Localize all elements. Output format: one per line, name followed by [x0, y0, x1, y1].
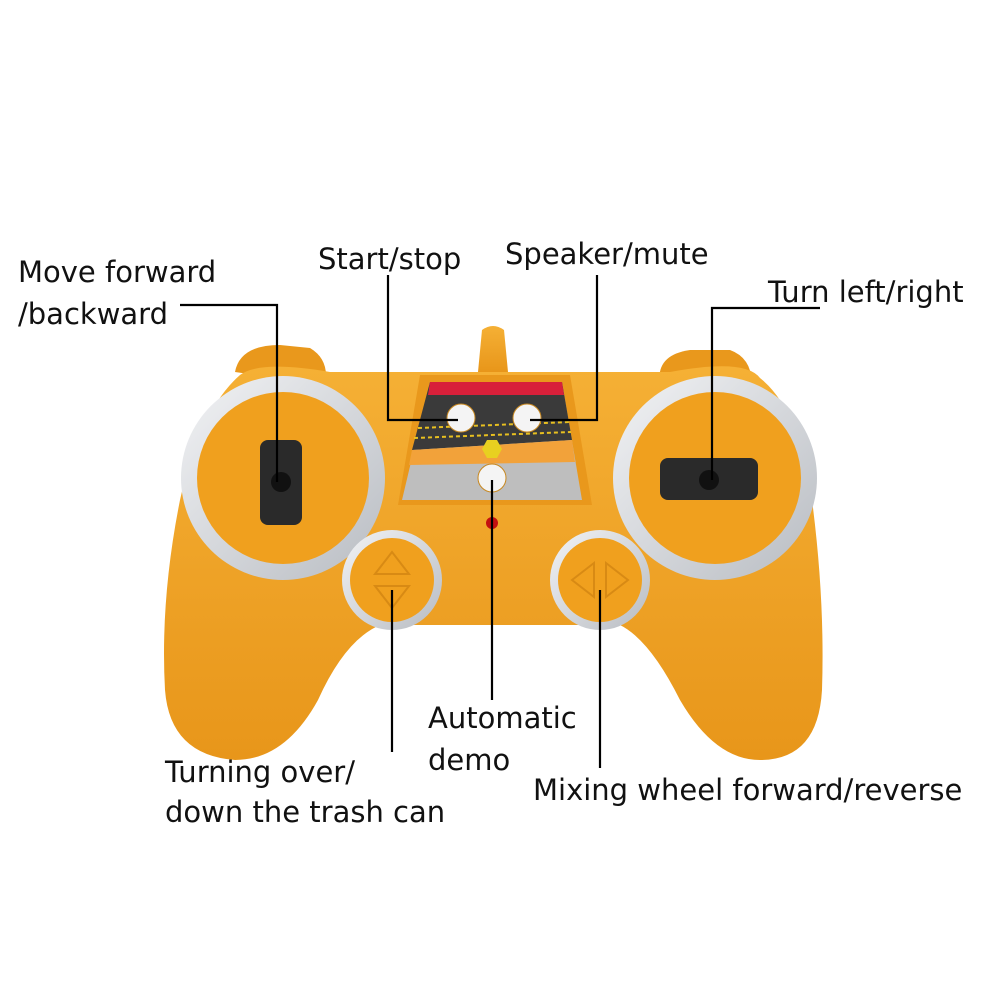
- label-move-line1: Move forward: [18, 255, 216, 289]
- up-down-arrows-icon: [372, 550, 412, 610]
- trash-can-button[interactable]: [342, 530, 442, 630]
- right-joystick-knob: [699, 470, 719, 490]
- label-auto-demo-line1: Automatic: [428, 701, 577, 735]
- start-stop-button[interactable]: [446, 403, 476, 433]
- label-move-line2: /backward: [18, 297, 168, 331]
- label-start-stop: Start/stop: [318, 242, 461, 276]
- label-trash-line1: Turning over/: [164, 755, 355, 789]
- mixing-wheel-button[interactable]: [550, 530, 650, 630]
- label-trash-line2: down the trash can: [165, 795, 445, 829]
- left-right-arrows-icon: [570, 560, 630, 600]
- label-turn: Turn left/right: [767, 275, 964, 309]
- center-panel: [398, 375, 592, 529]
- power-icon: [482, 440, 502, 458]
- speaker-mute-button[interactable]: [512, 403, 542, 433]
- antenna: [478, 326, 508, 372]
- label-auto-demo-line2: demo: [428, 743, 510, 777]
- label-mixing: Mixing wheel forward/reverse: [533, 773, 962, 807]
- left-joystick-pad[interactable]: [181, 376, 385, 580]
- leader-lines: [180, 275, 820, 768]
- right-joystick-pad[interactable]: [613, 376, 817, 580]
- label-speaker-mute: Speaker/mute: [505, 237, 709, 271]
- left-joystick-knob: [271, 472, 291, 492]
